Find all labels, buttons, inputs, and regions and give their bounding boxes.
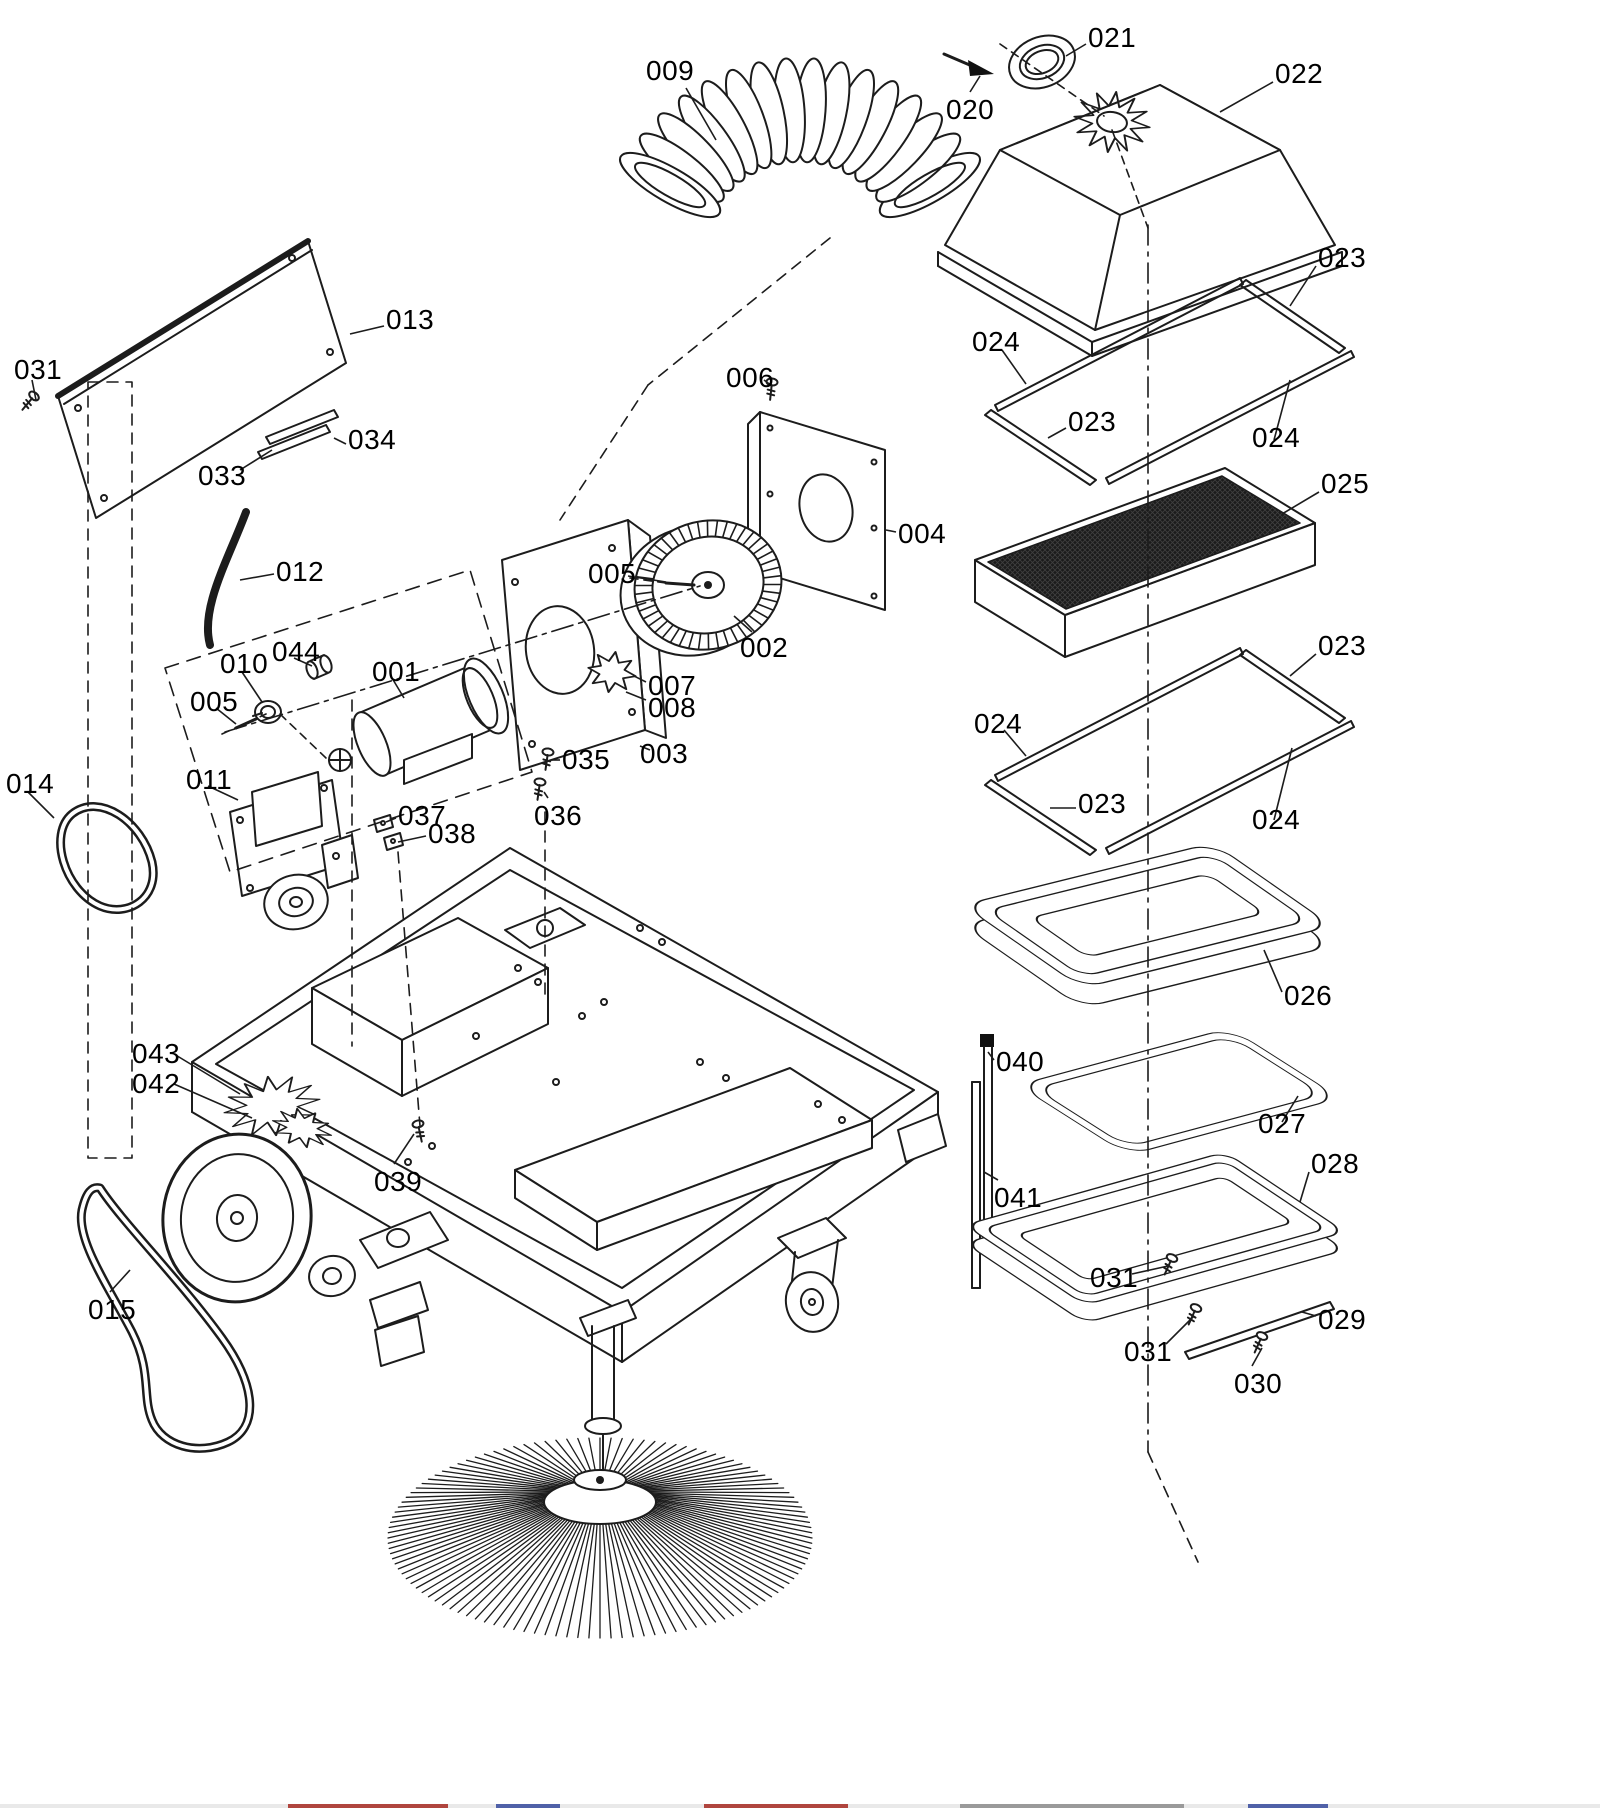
ring-021 <box>1008 34 1076 90</box>
screw-030 <box>1248 1329 1270 1356</box>
strips-033-034 <box>257 409 339 460</box>
seal-strips-bottom <box>984 647 1355 856</box>
gasket-014 <box>56 802 158 914</box>
star-shapes <box>223 91 1151 1149</box>
screw-031-a <box>17 388 42 415</box>
seal-strips-top <box>984 277 1355 486</box>
screw-036 <box>531 776 547 802</box>
plate-004 <box>747 411 886 611</box>
scan-artifact-strip <box>0 1804 1600 1808</box>
hood-022 <box>937 84 1343 357</box>
wheel-left <box>161 1132 356 1304</box>
construction-lines <box>87 43 1199 1563</box>
clip-037 <box>373 814 394 833</box>
belt-012 <box>203 508 250 649</box>
roller-044 <box>305 654 333 680</box>
hose-009 <box>619 57 981 219</box>
strip-041 <box>971 1081 981 1289</box>
side-brush <box>387 1437 813 1639</box>
shaft-005-a <box>664 581 696 587</box>
motor-001 <box>328 657 510 785</box>
belt-015 <box>76 1183 255 1453</box>
clip-038 <box>383 832 404 851</box>
filter-025 <box>974 467 1316 658</box>
screw-020 <box>942 52 994 76</box>
panel-013 <box>55 238 347 519</box>
gasket-027 <box>1030 1032 1328 1151</box>
bracket-011 <box>229 771 359 931</box>
fan-002 <box>619 519 783 657</box>
tray-028 <box>972 1154 1338 1321</box>
strip-040 <box>980 1034 994 1233</box>
deck-bolt-holes <box>404 924 846 1166</box>
leader-lines <box>27 43 1320 1367</box>
chassis <box>191 847 947 1367</box>
strip-029 <box>1184 1301 1335 1360</box>
brush-post <box>579 1299 637 1471</box>
caster-rear <box>777 1217 847 1333</box>
